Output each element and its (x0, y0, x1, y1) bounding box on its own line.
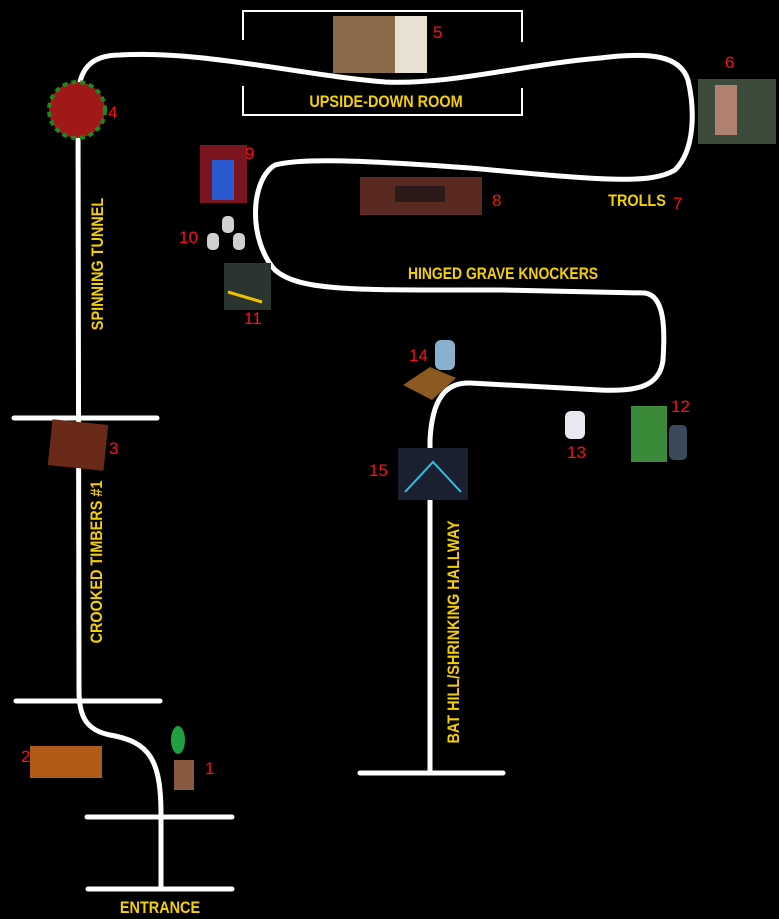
scene-image-12 (631, 406, 667, 462)
scene-image-14-grave (403, 367, 456, 400)
stop-number-8: 8 (492, 191, 501, 210)
stop-number-1: 1 (205, 759, 214, 778)
stop-number-10: 10 (179, 228, 198, 247)
area-label-upside-down-room: UPSIDE-DOWN ROOM (309, 93, 462, 111)
stop-number-9: 9 (245, 144, 254, 163)
scene-image-4 (47, 80, 107, 140)
scene-image-10-tombstones (207, 216, 245, 250)
area-label-hinged-grave-knockers: HINGED GRAVE KNOCKERS (408, 265, 598, 284)
scene-image-11-broom (227, 290, 263, 304)
ride-track (75, 51, 695, 891)
scene-image-9-figure (212, 160, 234, 200)
scene-image-8-figure (395, 186, 445, 202)
stop-number-5: 5 (433, 23, 442, 42)
stop-number-7: 7 (673, 194, 682, 213)
area-label-entrance: ENTRANCE (120, 899, 200, 917)
scene-image-5-highlight (395, 16, 427, 73)
stop-number-14: 14 (409, 346, 428, 365)
stop-number-13: 13 (567, 443, 586, 462)
stop-number-2: 2 (21, 747, 30, 766)
scene-image-3 (47, 419, 109, 471)
area-label-trolls: TROLLS (608, 192, 666, 210)
upside-down-room-frame (242, 10, 523, 116)
scene-image-1 (174, 760, 194, 790)
area-label-spinning-tunnel: SPINNING TUNNEL (89, 197, 107, 330)
scene-image-1-figure (171, 726, 185, 754)
scene-image-15-bat (404, 460, 462, 493)
stop-number-12: 12 (671, 397, 690, 416)
scene-image-2 (30, 746, 102, 778)
stop-number-15: 15 (369, 461, 388, 480)
stop-number-4: 4 (108, 103, 117, 122)
scene-image-15 (398, 448, 468, 500)
stop-number-3: 3 (109, 439, 118, 458)
scene-image-14 (435, 340, 455, 370)
scene-image-13 (565, 411, 585, 439)
stop-number-6: 6 (725, 53, 734, 72)
stop-number-11: 11 (244, 309, 262, 328)
area-label-bat-hill: BAT HILL/SHRINKING HALLWAY (445, 520, 463, 743)
scene-image-6-figure (715, 85, 737, 135)
scene-image-12-tomb (669, 425, 687, 460)
area-label-crooked-timbers: CROOKED TIMBERS #1 (88, 480, 106, 643)
scene-image-11 (224, 263, 271, 310)
